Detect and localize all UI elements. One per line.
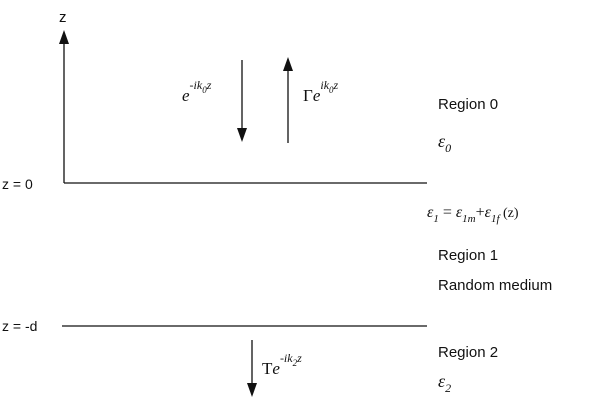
region-1-description: Random medium	[438, 277, 552, 294]
region-0-labels: Region 0 ε0	[438, 96, 498, 155]
region-2-labels: Region 2 ε2	[438, 344, 498, 395]
region-2-name: Region 2	[438, 344, 498, 361]
reflected-wave-arrowhead	[283, 57, 293, 71]
reflected-wave-label: Γeik0z	[303, 78, 339, 105]
reflected-wave: Γeik0z	[283, 57, 339, 143]
incident-wave-label: e-ik0z	[182, 78, 212, 105]
region-1-labels: ε1 = ε1m+ε1f (z) Region 1 Random medium	[427, 204, 552, 294]
region-1-name: Region 1	[438, 247, 498, 264]
transmitted-wave: Te-ik2z	[247, 340, 302, 397]
transmitted-wave-label: Te-ik2z	[262, 351, 302, 378]
transmitted-wave-arrowhead	[247, 383, 257, 397]
interface-top-label: z = 0	[2, 176, 33, 192]
region-0-permittivity: ε0	[438, 131, 451, 155]
z-axis-arrowhead	[59, 30, 69, 44]
incident-wave: e-ik0z	[182, 60, 247, 142]
region-0-name: Region 0	[438, 96, 498, 113]
region-1-permittivity-equation: ε1 = ε1m+ε1f (z)	[427, 204, 519, 225]
z-axis: z	[59, 9, 69, 183]
z-axis-label: z	[59, 9, 67, 26]
incident-wave-arrowhead	[237, 128, 247, 142]
interface-bottom-label: z = -d	[2, 318, 37, 334]
region-2-permittivity: ε2	[438, 371, 451, 395]
